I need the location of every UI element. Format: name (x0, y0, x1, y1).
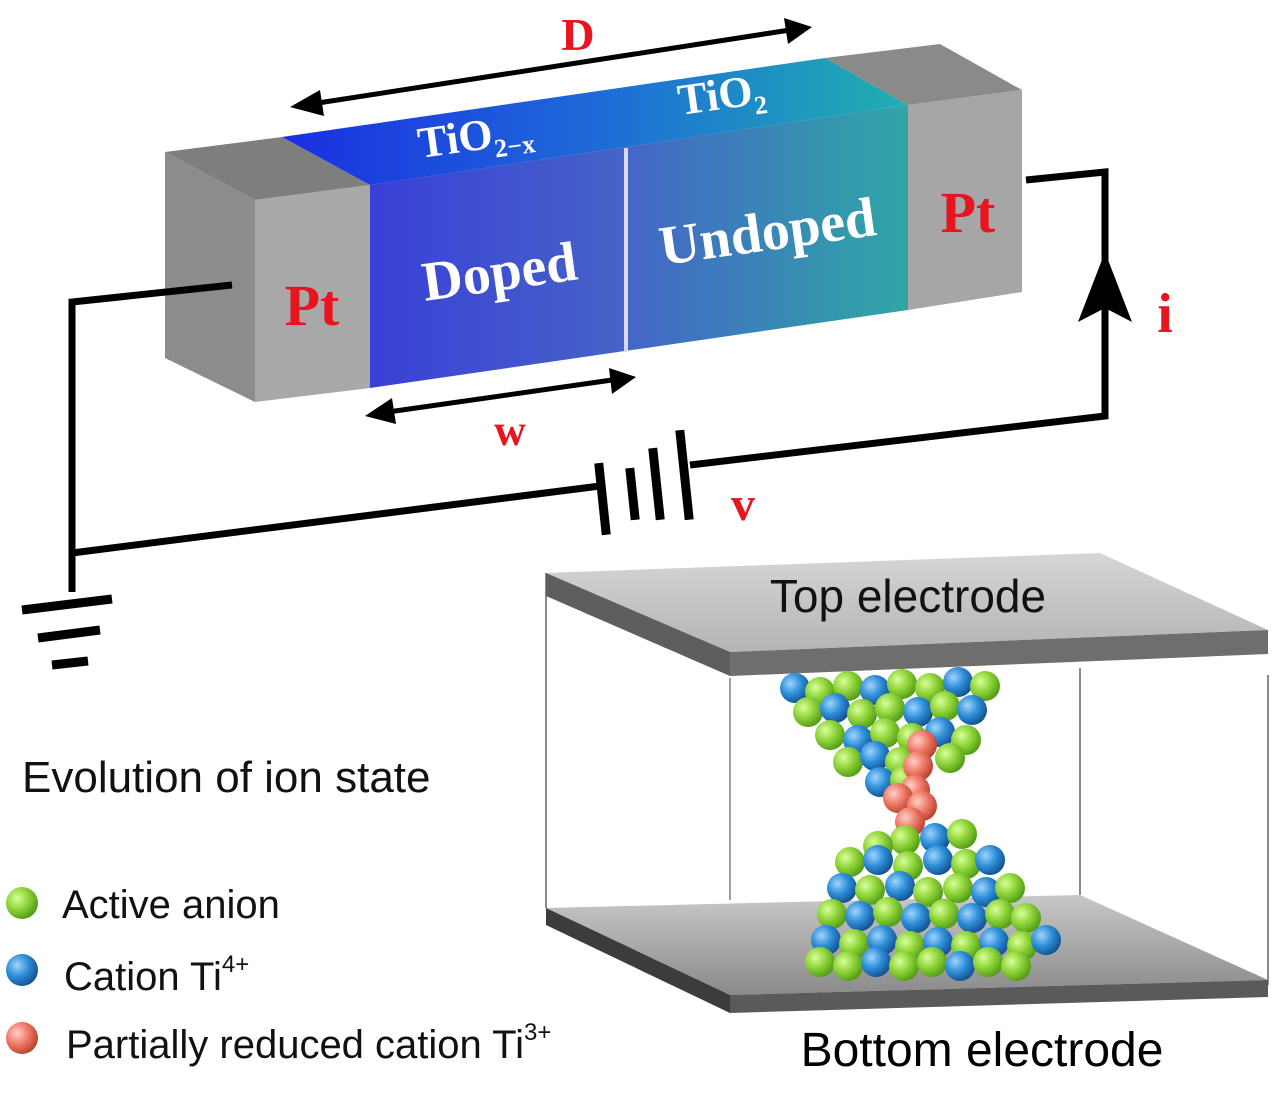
device-block (165, 44, 1022, 402)
undoped-material-label: TiO2 (675, 64, 770, 131)
cation-ti4-sphere (971, 877, 1001, 907)
legend-label: Active anion (62, 883, 280, 927)
active-anion-sphere (985, 899, 1015, 929)
active-anion-sphere (889, 951, 919, 981)
active-anion-sphere (913, 877, 943, 907)
cation-ti3-sphere (903, 751, 933, 781)
active-anion-sphere (870, 718, 900, 748)
left-electrode-front (255, 185, 370, 402)
active-anion-sphere (793, 697, 823, 727)
oxide-top-face (282, 58, 908, 185)
cation-ti4-sphere (1031, 925, 1061, 955)
active-anion-sphere (943, 873, 973, 903)
active-anion-sphere (875, 693, 905, 723)
left-electrode-side (165, 152, 255, 402)
active-anion-sphere (817, 899, 847, 929)
blue-sphere-icon (6, 954, 38, 986)
green-sphere-icon (6, 887, 38, 919)
active-anion-sphere (947, 819, 977, 849)
legend-label: Cation Ti4+ (64, 951, 249, 999)
active-anion-sphere (1011, 903, 1041, 933)
right-electrode-label: Pt (941, 180, 996, 245)
doped-width-label: w (494, 406, 526, 455)
active-anion-sphere (873, 897, 903, 927)
active-anion-sphere (930, 691, 960, 721)
top-electrode-label: Top electrode (770, 570, 1046, 622)
cation-ti4-sphere (943, 667, 973, 697)
active-anion-sphere (1001, 951, 1031, 981)
ground-symbol (21, 594, 113, 670)
active-anion-sphere (833, 671, 863, 701)
active-anion-sphere (890, 825, 920, 855)
cation-ti4-sphere (957, 695, 987, 725)
active-anion-sphere (805, 947, 835, 977)
cation-ti4-sphere (885, 871, 915, 901)
active-anion-sphere (929, 899, 959, 929)
active-anion-sphere (833, 951, 863, 981)
voltage-label: v (731, 478, 755, 531)
legend-label: Partially reduced cation Ti3+ (66, 1019, 551, 1067)
current-label: i (1157, 283, 1173, 345)
active-anion-sphere (835, 847, 865, 877)
cation-ti4-sphere (920, 823, 950, 853)
cation-ti4-sphere (861, 947, 891, 977)
active-anion-sphere (855, 875, 885, 905)
ion-filament (780, 667, 1061, 981)
bottom-electrode-label: Bottom electrode (801, 1024, 1164, 1077)
active-anion-sphere (833, 747, 863, 777)
cation-ti4-sphere (780, 673, 810, 703)
legend-item-cation-ti3: Partially reduced cation Ti3+ (6, 1019, 551, 1067)
active-anion-sphere (995, 873, 1025, 903)
legend-item-cation-ti4: Cation Ti4+ (6, 951, 249, 999)
cation-ti4-sphere (860, 741, 890, 771)
length-label: D (561, 9, 594, 60)
cation-ti4-sphere (845, 901, 875, 931)
cation-ti4-sphere (820, 693, 850, 723)
legend-item-active-anion: Active anion (6, 883, 280, 927)
doped-material-label: TiO2−x (415, 103, 537, 174)
active-anion-sphere (970, 671, 1000, 701)
active-anion-sphere (917, 947, 947, 977)
doped-width-arrow (365, 368, 636, 424)
oxide-front-face (370, 105, 908, 388)
left-electrode-top (165, 137, 370, 200)
active-anion-sphere (973, 947, 1003, 977)
cation-ti4-sphere (863, 845, 893, 875)
legend-heading: Evolution of ion state (22, 753, 430, 802)
length-arrow (290, 18, 812, 116)
battery-symbol (594, 429, 694, 536)
top-electrode-plate (546, 553, 1268, 652)
cation-ti4-sphere (957, 903, 987, 933)
left-electrode-label: Pt (285, 273, 340, 338)
cation-ti4-sphere (827, 873, 857, 903)
right-electrode-front (908, 90, 1022, 310)
cation-ti4-sphere (923, 845, 953, 875)
cation-ti3-sphere (883, 783, 913, 813)
cation-ti4-sphere (901, 903, 931, 933)
active-anion-sphere (815, 720, 845, 750)
cation-ti4-sphere (903, 697, 933, 727)
current-arrow (1078, 252, 1132, 322)
active-anion-sphere (935, 743, 965, 773)
cation-ti4-sphere (945, 951, 975, 981)
red-sphere-icon (6, 1022, 38, 1054)
cation-ti4-sphere (975, 845, 1005, 875)
active-anion-sphere (847, 699, 877, 729)
right-electrode-top (825, 44, 1022, 105)
active-anion-sphere (951, 849, 981, 879)
active-anion-sphere (887, 669, 917, 699)
